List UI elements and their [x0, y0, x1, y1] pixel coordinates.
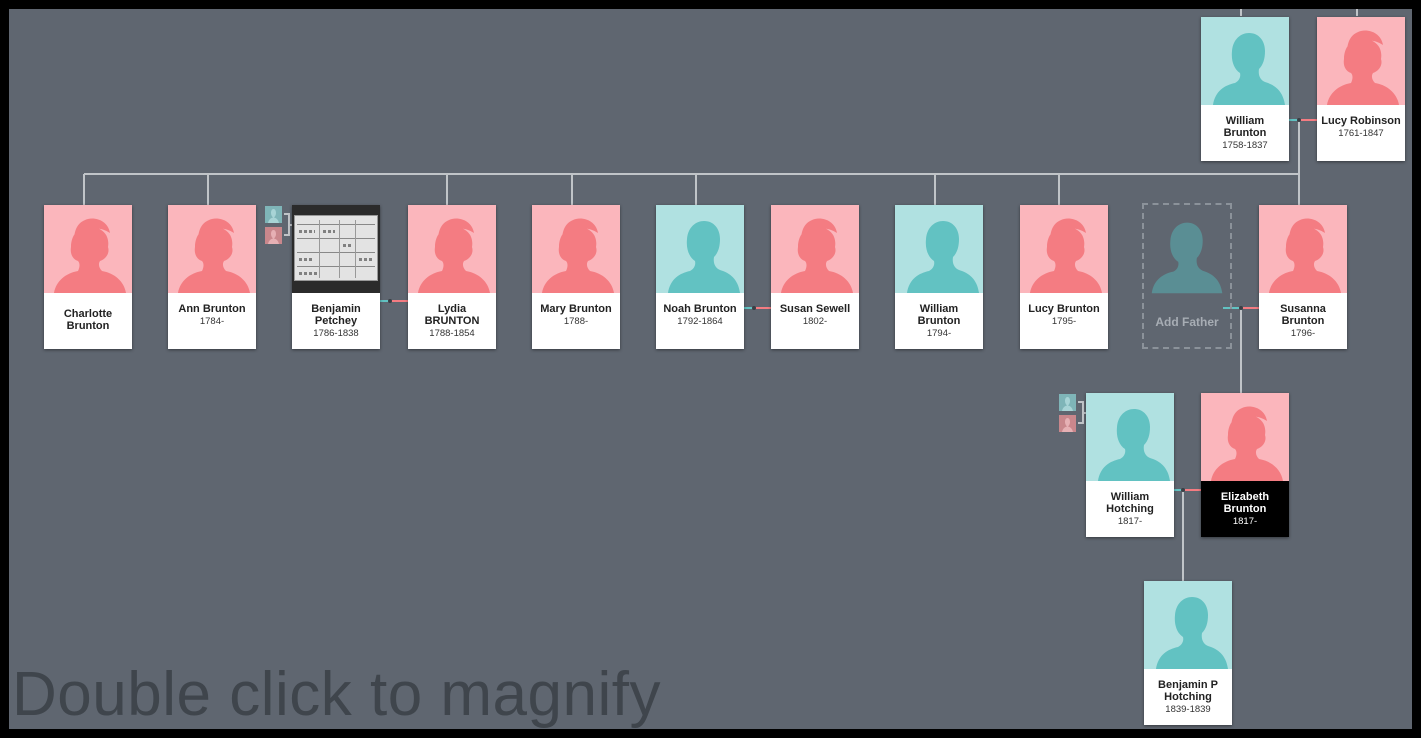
male-silhouette-icon	[1144, 581, 1232, 669]
show-father-button[interactable]	[265, 206, 282, 223]
person-name: Charlotte Brunton	[63, 308, 113, 332]
person-years: 1761-1847	[1338, 128, 1384, 139]
person-name: Susan Sewell	[779, 303, 851, 315]
add-father-button[interactable]: Add Father	[1142, 203, 1232, 349]
person-years: 1794-	[926, 328, 952, 339]
person-years: 1839-1839	[1165, 704, 1211, 715]
female-silhouette-icon	[408, 205, 496, 293]
person-name: William Brunton	[917, 303, 961, 327]
person-name: Noah Brunton	[663, 303, 737, 315]
male-silhouette-icon	[1201, 17, 1289, 105]
female-silhouette-icon	[532, 205, 620, 293]
male-silhouette-icon	[268, 209, 279, 223]
person-years: 1788-	[563, 316, 589, 327]
show-mother-button[interactable]	[265, 227, 282, 244]
person-years: 1795-	[1051, 316, 1077, 327]
person-name: William Hotching	[1106, 491, 1154, 515]
female-silhouette-icon	[1317, 17, 1405, 105]
person-name: Elizabeth Brunton	[1220, 491, 1270, 515]
female-silhouette-icon	[1201, 393, 1289, 481]
female-silhouette-icon	[1020, 205, 1108, 293]
person-name: Susanna Brunton	[1280, 303, 1326, 327]
male-silhouette-icon	[1086, 393, 1174, 481]
person-name: Mary Brunton	[540, 303, 612, 315]
person-years: 1784-	[199, 316, 225, 327]
add-father-label: Add Father	[1155, 315, 1219, 329]
person-name: Lucy Brunton	[1028, 303, 1100, 315]
male-silhouette-icon	[895, 205, 983, 293]
person-name: Benjamin P Hotching	[1158, 679, 1218, 703]
female-silhouette-icon	[771, 205, 859, 293]
female-silhouette-icon	[168, 205, 256, 293]
male-silhouette-icon	[1062, 397, 1073, 411]
female-silhouette-icon	[1062, 418, 1073, 432]
person-years: 1788-1854	[429, 328, 475, 339]
female-silhouette-icon	[44, 205, 132, 293]
document-photo	[292, 205, 380, 293]
person-name: Lydia BRUNTON	[424, 303, 480, 327]
female-silhouette-icon	[1259, 205, 1347, 293]
show-mother-button[interactable]	[1059, 415, 1076, 432]
male-silhouette-icon	[1151, 222, 1223, 294]
connector-lines	[83, 9, 1358, 581]
person-name: William Brunton	[1223, 115, 1267, 139]
show-father-button[interactable]	[1059, 394, 1076, 411]
person-years: 1796-	[1290, 328, 1316, 339]
person-name: Benjamin Petchey	[311, 303, 361, 327]
male-silhouette-icon	[656, 205, 744, 293]
person-years: 1817-	[1232, 516, 1258, 527]
person-years: 1786-1838	[313, 328, 359, 339]
female-silhouette-icon	[268, 230, 279, 244]
person-years: 1792-1864	[677, 316, 723, 327]
magnify-hint: Double click to magnify	[12, 660, 661, 729]
person-name: Lucy Robinson	[1321, 115, 1401, 127]
person-name: Ann Brunton	[178, 303, 246, 315]
person-years: 1802-	[802, 316, 828, 327]
person-card-charlotte-brunton[interactable]: Charlotte Brunton	[44, 205, 132, 349]
person-years: 1817-	[1117, 516, 1143, 527]
person-years: 1758-1837	[1222, 140, 1268, 151]
